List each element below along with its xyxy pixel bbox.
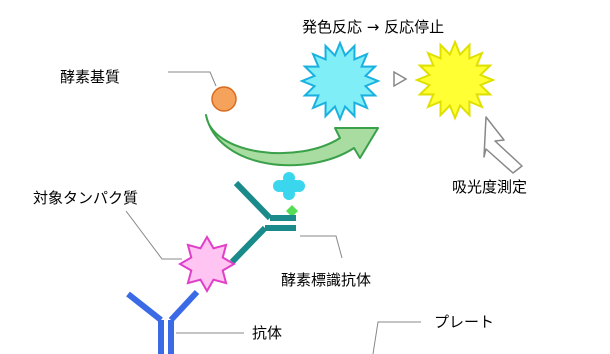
enzyme-link-diamond xyxy=(286,205,298,217)
enzyme-substrate-label: 酵素基質 xyxy=(60,68,120,86)
antibody-label: 抗体 xyxy=(252,324,282,342)
substrate-circle xyxy=(211,86,237,112)
enzyme-substrate-leader-line xyxy=(168,71,217,87)
plate-leader-line xyxy=(372,321,421,354)
enzyme-marker xyxy=(273,172,305,200)
color-reaction-burst xyxy=(299,40,381,122)
labeled-antibody-shape xyxy=(229,180,296,265)
transition-triangle-icon xyxy=(393,70,408,88)
conversion-arrow xyxy=(205,114,379,167)
target-protein-star xyxy=(177,234,237,294)
labeled-antibody-label: 酵素標識抗体 xyxy=(281,271,371,289)
target-protein-label: 対象タンパク質 xyxy=(33,189,138,207)
absorbance-label: 吸光度測定 xyxy=(452,178,527,196)
measurement-arrow-icon xyxy=(483,116,523,174)
plate-label: プレート xyxy=(434,313,494,331)
capture-antibody-shape xyxy=(126,289,200,354)
labeled-antibody-leader-line xyxy=(300,235,343,259)
target-protein-leader-line xyxy=(125,210,182,260)
reaction-stop-burst xyxy=(414,39,496,121)
reaction-header-label: 発色反応 → 反応停止 xyxy=(302,18,444,36)
